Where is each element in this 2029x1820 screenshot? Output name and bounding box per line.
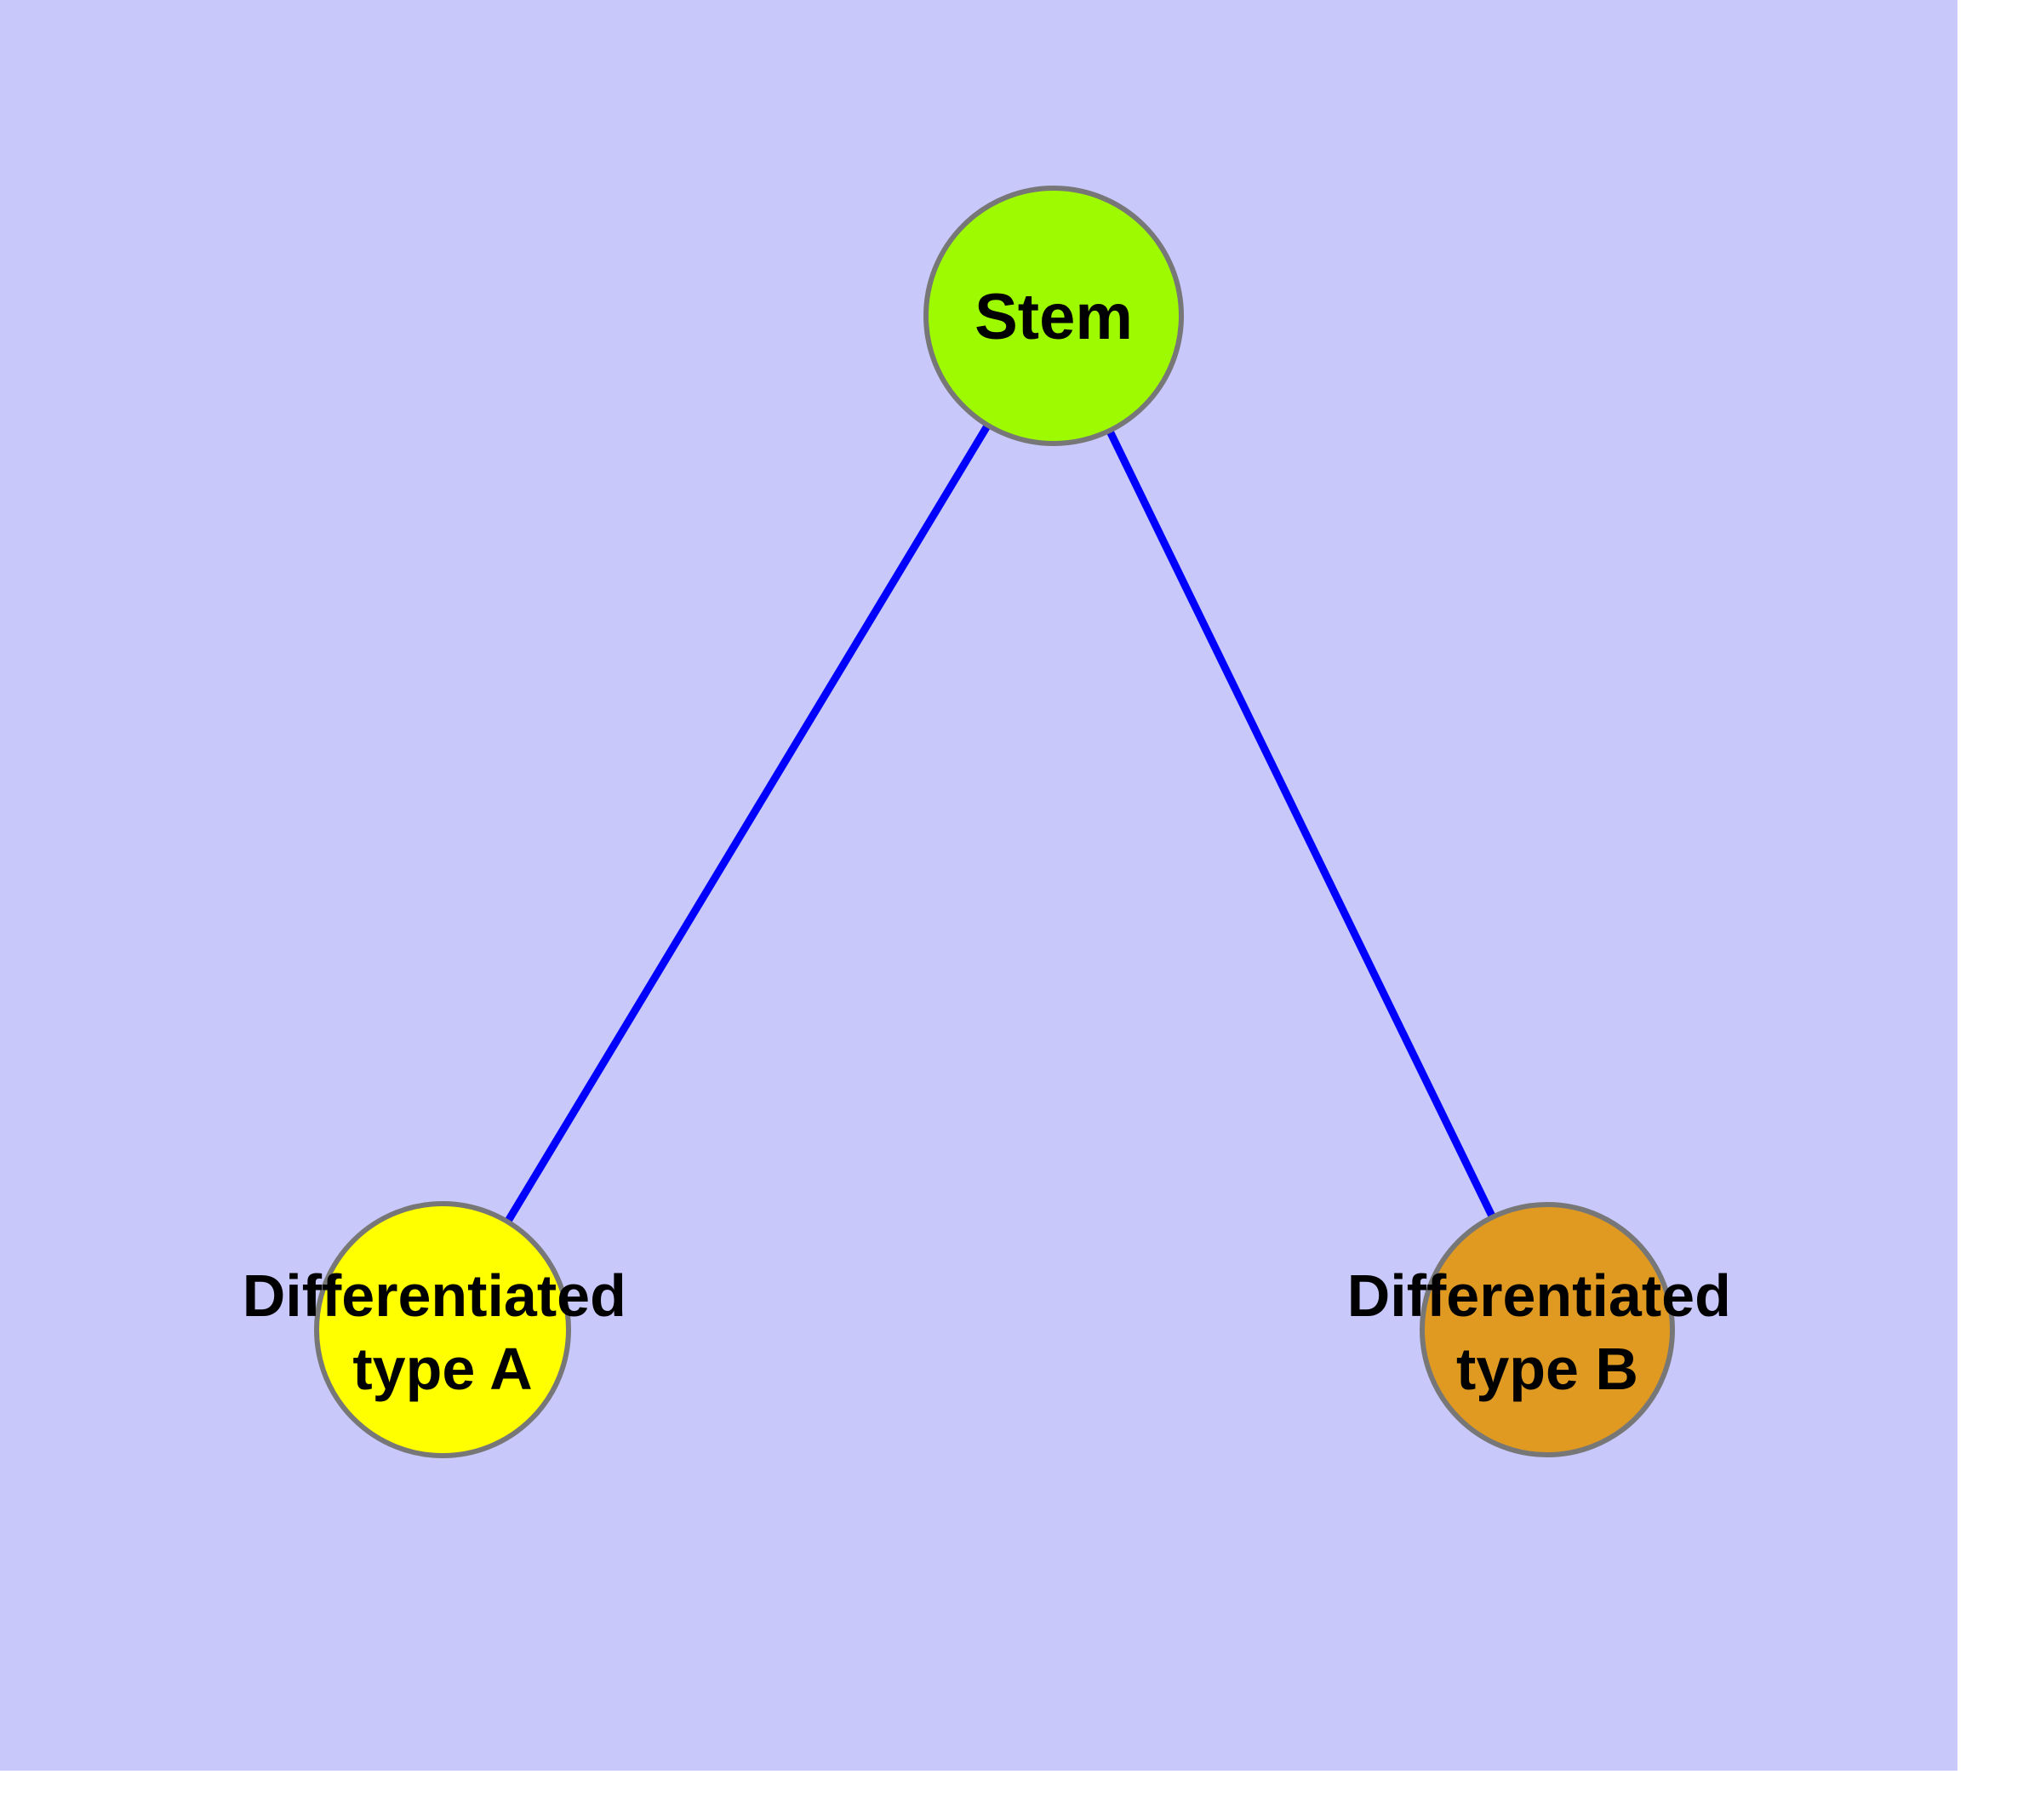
node-stem-label: Stem [974, 281, 1133, 353]
edge-stem-to-differentiated-type-b[interactable] [1106, 428, 1496, 1219]
node-stem[interactable]: Stem [923, 186, 1184, 446]
node-differentiated-type-a-circle[interactable] [314, 1201, 571, 1458]
node-stem-circle[interactable] [923, 186, 1184, 446]
node-differentiated-type-b[interactable]: Differentiated type B [1347, 1202, 1748, 1457]
node-differentiated-type-a-label-line-1: Differentiated [243, 1262, 626, 1329]
node-differentiated-type-b-label-line-1: Differentiated [1347, 1262, 1731, 1329]
node-differentiated-type-b-label: Differentiated type B [1347, 1262, 1748, 1402]
edge-group [504, 423, 1496, 1224]
node-differentiated-type-b-circle[interactable] [1420, 1202, 1675, 1457]
node-differentiated-type-a-label: Differentiated type A [243, 1262, 643, 1402]
node-differentiated-type-a[interactable]: Differentiated type A [243, 1201, 643, 1458]
node-differentiated-type-b-label-line-2: type B [1456, 1336, 1638, 1402]
node-differentiated-type-a-label-line-2: type A [352, 1336, 532, 1402]
node-stem-label-line-1: Stem [974, 281, 1133, 353]
node-group: Stem Differentiated type A Differentiate… [243, 186, 1748, 1458]
edge-stem-to-differentiated-type-a[interactable] [504, 423, 992, 1224]
